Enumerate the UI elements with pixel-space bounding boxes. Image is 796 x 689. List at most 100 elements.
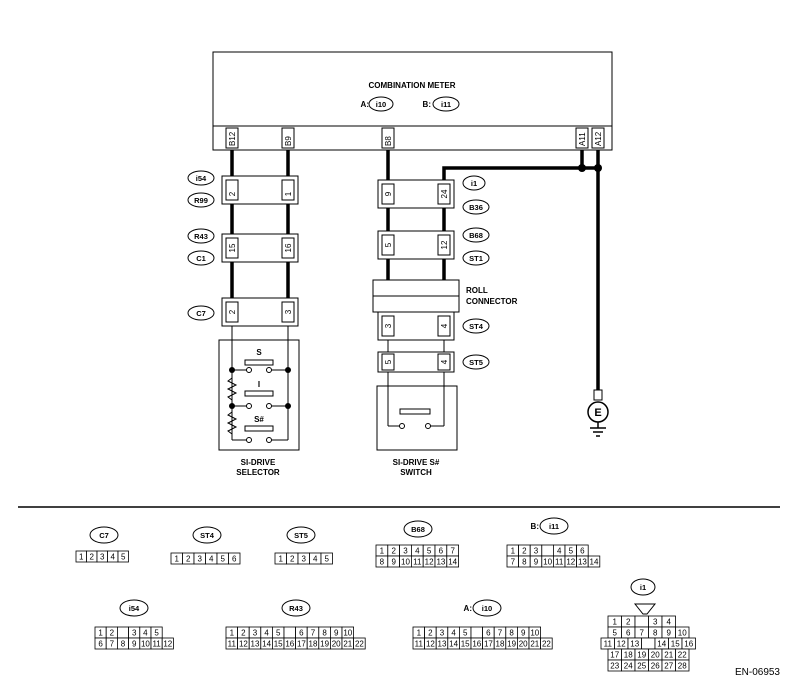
selector-pos-i: I — [258, 380, 260, 389]
legend-cell-label: 6 — [98, 640, 103, 649]
pin-st4-4: 4 — [440, 323, 449, 328]
legend-cell-label: 7 — [498, 629, 503, 638]
legend-cell-label: 1 — [79, 553, 84, 562]
legend-cell-label: 13 — [630, 640, 639, 649]
legend-cell-label: 28 — [678, 662, 687, 671]
legend-cell-label: 6 — [439, 547, 444, 556]
roll-connector-label-1: ROLL — [466, 286, 488, 295]
legend-cell-label: 4 — [557, 547, 562, 556]
meter-terminal-strip — [212, 125, 613, 151]
legend-cell-label: 8 — [322, 629, 327, 638]
meter-conn-a-oval — [368, 96, 394, 112]
legend-cell-label: 12 — [425, 558, 434, 567]
legend-cell-label: 7 — [311, 629, 316, 638]
legend-cell-label: 13 — [436, 558, 445, 567]
legend-cell-label: 11 — [413, 558, 422, 567]
ground-icon — [590, 422, 606, 437]
legend-cell-label: 12 — [566, 558, 575, 567]
legend-cell-label: 11 — [228, 640, 237, 649]
legend-cell-label: 15 — [274, 640, 283, 649]
legend-prefix-i10: A: — [464, 604, 472, 613]
meter-conn-b-oval — [432, 96, 460, 112]
legend-cell-label: 9 — [521, 629, 526, 638]
legend-cell-label: 4 — [143, 629, 148, 638]
legend-cell-label: 3 — [132, 629, 137, 638]
legend-tag-st5: ST5 — [294, 531, 308, 540]
legend-cell-label: 20 — [519, 640, 528, 649]
legend-cell-frame — [641, 637, 656, 650]
legend-cell-frame — [117, 550, 129, 563]
legend-cell-label: 5 — [569, 547, 574, 556]
legend-cell-label: 5 — [325, 555, 330, 564]
legend-cell-label: 2 — [186, 555, 191, 564]
legend-cell-label: 19 — [320, 640, 329, 649]
meter-conn-b-label: B: — [423, 100, 431, 109]
splice-a12 — [594, 164, 602, 172]
pin-i1-9: 9 — [384, 191, 393, 196]
legend-tag-i54: i54 — [129, 604, 140, 613]
legend-cell-label: 1 — [380, 547, 385, 556]
legend-tag-i10: i10 — [482, 604, 492, 613]
legend-cell-label: 23 — [610, 662, 619, 671]
terminal-b9: B9 — [284, 136, 293, 146]
meter-conn-a-label: A: — [361, 100, 369, 109]
legend-cell-label: 3 — [198, 555, 203, 564]
legend-cell-label: 11 — [415, 640, 424, 649]
legend-cell-label: 6 — [299, 629, 304, 638]
roll-connector-label-2: CONNECTOR — [466, 297, 518, 306]
terminal-a11: A11 — [578, 132, 587, 146]
legend-cell-label: 20 — [651, 651, 660, 660]
legend-cell-frame — [634, 615, 649, 628]
legend-cell-frame — [353, 637, 366, 650]
legend-cell-label: 19 — [507, 640, 516, 649]
legend-cell-label: 11 — [555, 558, 564, 567]
legend-cell-label: 17 — [297, 640, 306, 649]
connector-st5 — [377, 351, 455, 373]
pin-st5-4: 4 — [440, 359, 449, 364]
legend-tag-i11: i11 — [549, 522, 559, 531]
legend-cell-label: 1 — [230, 629, 235, 638]
legend-cell-label: 15 — [671, 640, 680, 649]
legend-cell-label: 13 — [438, 640, 447, 649]
ground-symbol: E — [594, 407, 601, 419]
legend-cell-label: 8 — [509, 629, 514, 638]
legend-cell-label: 21 — [530, 640, 539, 649]
legend-cell-label: 22 — [678, 651, 687, 660]
selector-pos-s: S — [256, 348, 262, 357]
legend-cell-label: 22 — [355, 640, 364, 649]
switch-label-1: SI-DRIVE S# — [393, 458, 440, 467]
legend-cell-label: 16 — [472, 640, 481, 649]
terminal-b12: B12 — [228, 131, 237, 146]
switch-label-2: SWITCH — [400, 468, 432, 477]
legend-cell-label: 9 — [391, 558, 396, 567]
figure-code: EN-06953 — [735, 667, 780, 678]
legend-cell-label: 9 — [334, 629, 339, 638]
legend-cell-label: 9 — [667, 629, 672, 638]
legend-cell-label: 14 — [657, 640, 666, 649]
legend-cell-frame — [541, 544, 554, 557]
legend-cell-label: 12 — [163, 640, 172, 649]
pin-c7-2: 2 — [228, 309, 237, 314]
legend-cell-label: 2 — [391, 547, 396, 556]
selector-pos-s-sharp: S# — [254, 415, 264, 424]
legend-cell-label: 1 — [417, 629, 422, 638]
pin-r43-16: 16 — [284, 243, 293, 252]
legend-cell-frame — [540, 637, 553, 650]
legend-cell-label: 3 — [302, 555, 307, 564]
legend-cell-frame — [161, 637, 174, 650]
legend-cell-frame — [117, 626, 130, 639]
legend-cell-label: 18 — [496, 640, 505, 649]
pin-i54-2: 2 — [228, 191, 237, 196]
legend-cell-frame — [228, 552, 241, 565]
legend-cell-label: 8 — [522, 558, 527, 567]
legend-cell-label: 3 — [534, 547, 539, 556]
legend-cell-label: 7 — [450, 547, 455, 556]
legend-cell-frame — [587, 555, 601, 568]
legend-cell-label: 10 — [141, 640, 150, 649]
pin-st4-3: 3 — [384, 323, 393, 328]
